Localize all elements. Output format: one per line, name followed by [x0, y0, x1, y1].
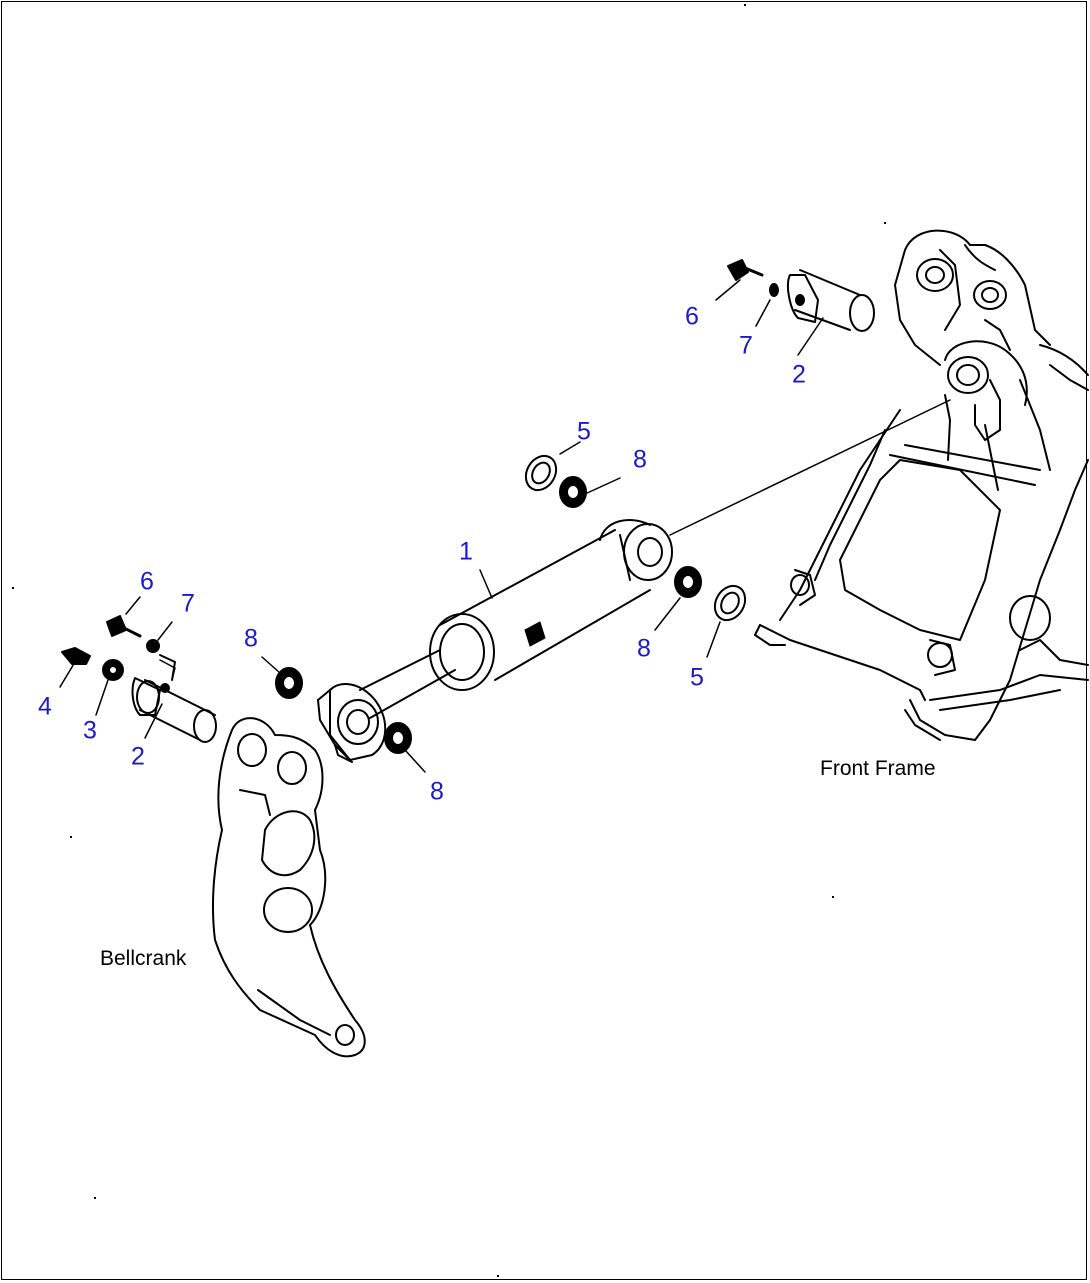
front-frame-drawing — [754, 229, 1089, 741]
bellcrank-drawing — [211, 717, 366, 1058]
callout-8-right: 8 — [637, 634, 651, 663]
grease-fitting — [61, 647, 91, 665]
speck — [744, 4, 746, 6]
nut-left — [102, 659, 124, 681]
speck — [884, 222, 886, 224]
leader-8a — [584, 477, 621, 495]
callout-8-lower: 8 — [430, 777, 444, 806]
hydraulic-cylinder — [317, 519, 673, 763]
speck — [70, 836, 72, 838]
shim-washer-upper — [524, 454, 558, 492]
callout-2-left: 2 — [131, 742, 145, 771]
leader-4 — [59, 661, 76, 688]
pin-upper — [787, 269, 875, 332]
callout-8-left: 8 — [244, 624, 258, 653]
callout-4: 4 — [38, 692, 52, 721]
lock-washer-left — [146, 639, 160, 653]
bushing-lower — [384, 722, 412, 754]
callout-3: 3 — [83, 716, 97, 745]
callout-5-right: 5 — [690, 663, 704, 692]
callout-6-left: 6 — [140, 567, 154, 596]
speck — [497, 1275, 499, 1277]
leader-3 — [95, 679, 109, 716]
leader-1 — [479, 569, 493, 599]
callout-5-upper: 5 — [577, 417, 591, 446]
callout-6-upper: 6 — [685, 302, 699, 331]
leader-2a — [797, 317, 824, 356]
bellcrank-label: Bellcrank — [100, 947, 187, 970]
callout-2-upper: 2 — [792, 360, 806, 389]
callout-8-upper: 8 — [633, 445, 647, 474]
shim-washer-right — [713, 584, 747, 622]
leader-8b — [654, 597, 681, 631]
callout-1: 1 — [459, 537, 473, 566]
speck — [12, 587, 14, 589]
leader-6b — [125, 596, 141, 615]
leader-8c — [261, 656, 281, 674]
front-frame-label: Front Frame — [820, 757, 936, 780]
leader-8d — [404, 749, 426, 773]
leader-7b — [157, 621, 173, 641]
leader-2b — [144, 703, 163, 739]
bushing-right — [674, 566, 702, 598]
leader-6a — [715, 279, 741, 301]
speck — [832, 896, 834, 898]
callout-7-upper: 7 — [739, 331, 753, 360]
bushing-left — [275, 667, 303, 699]
leader-5b — [706, 621, 721, 658]
frame-pin-centerline — [669, 399, 951, 536]
bolt-left — [106, 615, 142, 638]
leader-7a — [755, 299, 771, 327]
bolt-upper — [727, 259, 764, 281]
leader-lines — [59, 279, 824, 773]
callout-7-left: 7 — [181, 589, 195, 618]
bushing-upper — [559, 476, 587, 508]
leader-5a — [559, 441, 581, 455]
lock-washer-upper — [769, 283, 779, 297]
speck — [94, 1197, 96, 1199]
